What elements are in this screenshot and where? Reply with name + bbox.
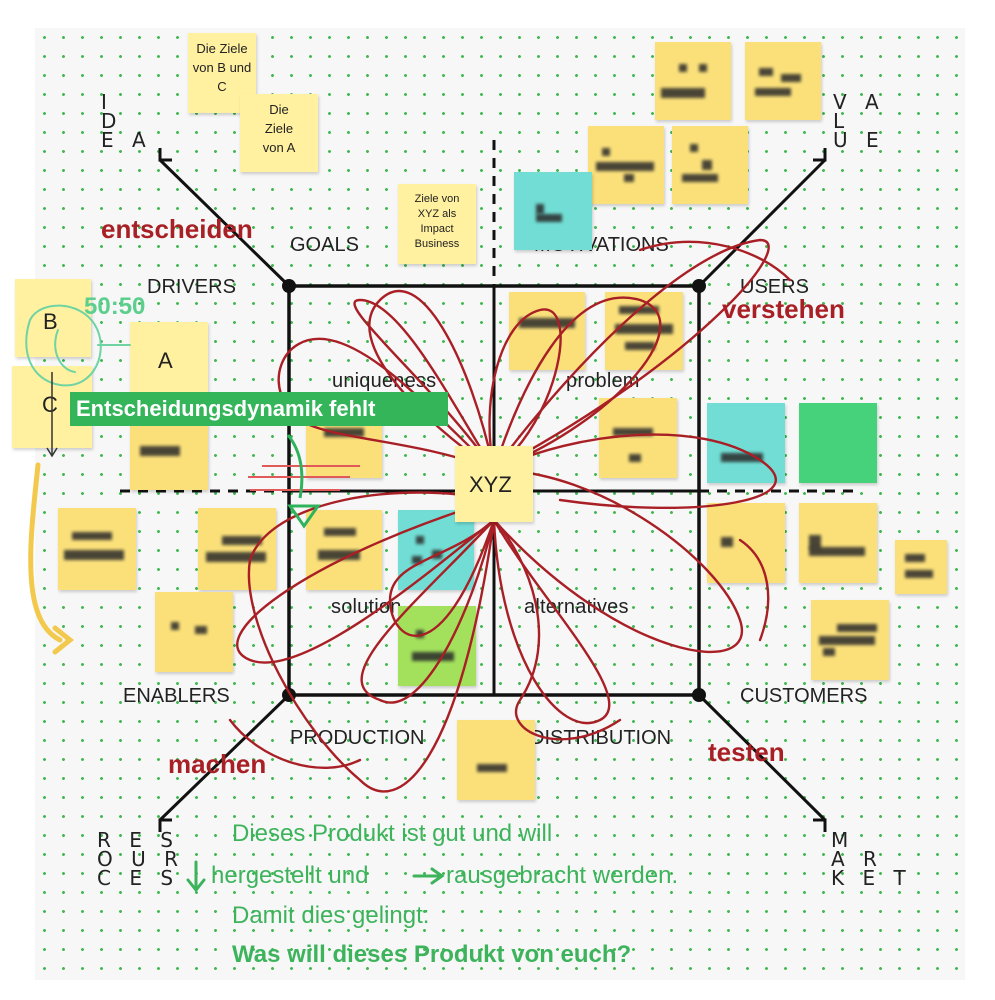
caption-line-4: Was will dieses Produkt von euch?: [232, 941, 632, 968]
note-text: Die Ziele von A: [262, 102, 296, 155]
sticky-note[interactable]: [198, 508, 276, 590]
caption-line-2b: rausgebracht werden.: [446, 862, 679, 889]
label-goals: GOALS: [290, 234, 359, 256]
sticky-note[interactable]: B: [15, 279, 91, 357]
sticky-note-center[interactable]: XYZ: [455, 446, 533, 522]
verb-machen: machen: [168, 749, 267, 779]
sticky-note[interactable]: [655, 42, 731, 120]
label-problem: problem: [566, 370, 640, 392]
warning-banner-text: Entscheidungsdynamik fehlt: [76, 396, 376, 421]
corner-dot: [692, 688, 706, 702]
caption-line-1: Dieses Produkt ist gut und will: [232, 820, 553, 847]
note-letter: B: [43, 309, 58, 334]
caption-line-3: Damit dies gelingt:: [232, 902, 430, 929]
label-enablers: ENABLERS: [123, 685, 230, 707]
sticky-note[interactable]: [599, 398, 677, 478]
sticky-note[interactable]: [588, 126, 664, 204]
sticky-note[interactable]: A: [130, 322, 208, 400]
note-center-text: XYZ: [469, 472, 512, 497]
sticky-note[interactable]: [811, 600, 889, 680]
corner-dot: [282, 688, 296, 702]
corner-dot: [692, 279, 706, 293]
caption-line-2: hergestellt und: [211, 862, 369, 889]
label-uniqueness: uniqueness: [332, 370, 437, 392]
sticky-note[interactable]: [514, 172, 592, 250]
corner-market: M A R K E T: [831, 828, 912, 890]
corner-idea: I D E A: [101, 90, 152, 152]
ratio-label: 50:50: [84, 293, 146, 320]
sticky-note[interactable]: [605, 292, 683, 370]
sticky-note[interactable]: [58, 508, 136, 590]
sticky-note[interactable]: [895, 540, 947, 594]
sticky-note[interactable]: [672, 126, 748, 204]
label-solution: solution: [331, 596, 402, 618]
sticky-note[interactable]: [799, 503, 877, 583]
sticky-note[interactable]: [457, 720, 535, 800]
sticky-note[interactable]: [707, 403, 785, 483]
sticky-note[interactable]: Die Ziele von A: [240, 94, 318, 172]
sticky-note[interactable]: Die Ziele von B und C: [188, 33, 256, 113]
label-customers: CUSTOMERS: [740, 685, 868, 707]
label-distribution: DISTRIBUTION: [530, 727, 672, 749]
sticky-note[interactable]: [799, 403, 877, 483]
sticky-note[interactable]: [509, 292, 585, 370]
verb-verstehen: verstehen: [722, 294, 845, 324]
sticky-note[interactable]: [707, 503, 785, 583]
corner-resources: R E S O U R C E S: [97, 828, 184, 890]
diagonal-market: [697, 693, 827, 822]
corner-value: V A L U E: [833, 90, 885, 152]
corner-dot: [282, 279, 296, 293]
sticky-note[interactable]: [155, 592, 233, 672]
note-letter: C: [42, 392, 58, 417]
verb-testen: testen: [708, 737, 785, 767]
label-production: PRODUCTION: [290, 727, 425, 749]
diagonal-idea: [158, 158, 291, 288]
sticky-note[interactable]: [745, 42, 821, 120]
note-text: Die Ziele von B und C: [192, 41, 252, 94]
sticky-note[interactable]: [306, 510, 382, 590]
sticky-note[interactable]: Ziele von XYZ als Impact Business: [398, 184, 476, 264]
warning-banner: Entscheidungsdynamik fehlt: [70, 392, 448, 426]
label-alternatives: alternatives: [524, 596, 629, 618]
note-letter: A: [158, 348, 173, 373]
note-text: Ziele von XYZ als Impact Business: [414, 193, 460, 250]
sticky-note[interactable]: [398, 606, 476, 686]
verb-entscheiden: entscheiden: [101, 214, 253, 244]
sticky-note[interactable]: [398, 510, 474, 590]
label-drivers: DRIVERS: [147, 276, 236, 298]
